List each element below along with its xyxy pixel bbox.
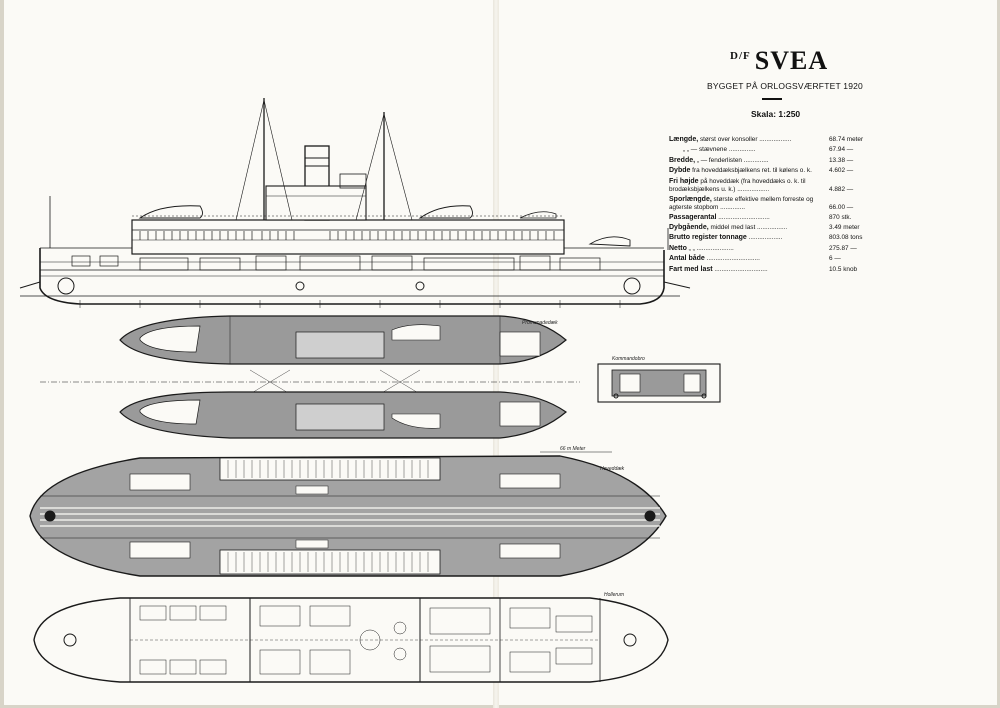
spec-label-rest: størst over konsoller .................. [698,136,792,143]
spec-row: Netto „ „ ..................... 275.87 — [669,245,883,255]
spec-label: Længde, [669,136,699,143]
spec-value: 4.602 — [829,167,854,175]
spec-label-rest: ................... [746,234,783,242]
spec-label-rest: på hoveddæk (fra hoveddæks o. k. til bro… [669,177,806,193]
spec-label: Fri højde [669,177,699,185]
spec-value: 4.882 — [829,185,854,193]
label-bridge: Kommandobro [612,356,645,362]
bridge-inset-plan [597,363,721,403]
page-edge-left [0,0,4,708]
spec-label: Dybgående, [669,223,709,231]
spec-row: „ „ — stævnene ............... 67.94 — [669,146,883,156]
spec-row: Længde, størst over konsoller ..........… [669,136,883,146]
promenade-deck-plan [119,315,567,365]
label-main-deck: Hoveddæk [600,466,625,472]
spec-label-rest: „ — fenderlisten .............. [695,156,769,164]
spec-label: Passagerantal [669,213,717,221]
spec-label-rest: .............................. [704,255,760,263]
spec-label-rest: „ „ ..................... [686,244,734,252]
spec-label-rest: fra hoveddæksbjælkens ret. til kølens o.… [690,167,812,175]
spec-row: Sporlængde, største effektive mellem for… [669,196,883,214]
spec-label: Brutto register tonnage [669,234,747,242]
spec-label-rest: „ „ — stævnene ............... [683,146,756,154]
spec-row: Antal både .............................… [669,255,883,265]
page-edge-right [997,0,1000,708]
spec-value: 275.87 — [829,244,857,252]
boat-deck-plan [119,391,567,439]
df-prefix: D/F [730,50,751,63]
spec-row: Dybgående, middel med last .............… [669,224,883,234]
built-line: BYGGET PÅ ORLOGSVÆRFTET 1920 [707,81,863,91]
hold-plan [33,597,669,683]
side-elevation [19,98,691,308]
spec-value: 66.00 — [829,203,854,211]
spec-row: Bredde, „ — fenderlisten .............. 1… [669,157,883,167]
label-measure: 66 m Meter [560,446,586,452]
spec-value: 68.74 meter [829,136,864,143]
spec-label: Netto [669,244,687,252]
spec-row: Brutto register tonnage ................… [669,234,883,244]
spec-value: 3.49 meter [829,223,860,231]
spec-row: Fart med last ..........................… [669,266,883,276]
ship-name: SVEA [754,46,829,75]
spec-label: Bredde, [669,156,696,164]
spec-row: Dybde fra hoveddæksbjælkens ret. til køl… [669,167,883,177]
page-edge-bottom [0,705,1000,708]
spec-label-rest: .............................. [712,265,768,273]
spec-label: Sporlængde, [669,195,712,203]
label-hold: Hollerum [604,592,624,598]
spec-label: Antal både [669,255,705,263]
spec-value: 67.94 — [829,146,854,154]
label-promenade-deck: Promenadedæk [522,320,558,326]
spec-label-rest: middel med last ................. [708,223,788,231]
spec-label: Dybde [669,167,691,175]
specifications-table: Længde, størst over konsoller ..........… [669,136,883,276]
spec-value: 803.08 tons [829,234,863,242]
spec-label: Fart med last [669,265,713,273]
spec-value: 10.5 knob [829,265,858,273]
spec-value: 6 — [829,255,841,263]
spec-label-rest: ............................. [716,213,770,221]
spec-value: 13.38 — [829,156,854,164]
spec-value: 870 stk. [829,213,852,221]
spec-row: Fri højde på hoveddæk (fra hoveddæks o. … [669,178,883,196]
main-deck-plan [29,451,667,577]
scale-line: Skala: 1:250 [751,109,801,119]
spec-row: Passagerantal ..........................… [669,214,883,224]
spec-label-rest: største effektive mellem forreste og agt… [669,195,814,211]
title-rule [762,98,782,100]
